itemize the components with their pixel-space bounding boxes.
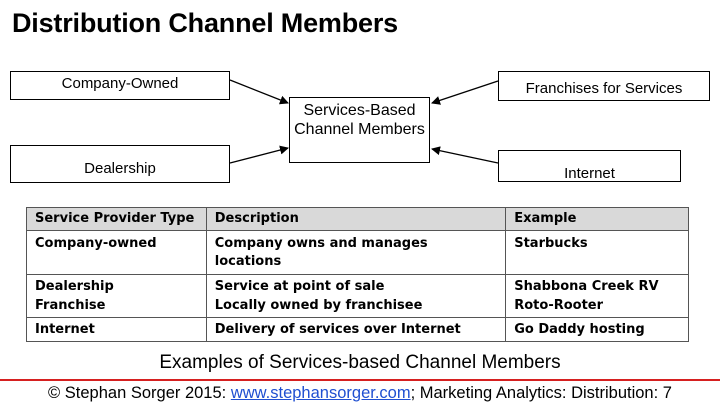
table-row: Company-owned Company owns and manages l… — [26, 230, 689, 275]
table-caption: Examples of Services-based Channel Membe… — [159, 352, 561, 373]
header-service-provider-type: Service Provider Type — [26, 207, 207, 231]
footer-website-link[interactable]: www.stephansorger.com — [230, 384, 411, 402]
dealership-box: Dealership — [10, 145, 230, 183]
page-title: Distribution Channel Members — [12, 8, 398, 38]
cell-type: Company-owned — [26, 230, 207, 275]
cell-example: Go Daddy hosting — [505, 317, 689, 342]
footer-course-info: ; Marketing Analytics: Distribution: 7 — [410, 384, 672, 402]
cell-type: Franchise — [26, 296, 207, 318]
cell-description: Company owns and manages locations — [206, 230, 507, 275]
header-description: Description — [206, 207, 507, 231]
cell-description: Service at point of sale — [206, 274, 507, 296]
internet-box: Internet — [498, 150, 681, 182]
cell-type: Dealership — [26, 274, 207, 296]
table-row: Internet Delivery of services over Inter… — [26, 317, 689, 342]
cell-example: Starbucks — [505, 230, 689, 275]
footer: © Stephan Sorger 2015: www.stephansorger… — [0, 384, 720, 403]
cell-description: Delivery of services over Internet — [206, 317, 507, 342]
arrow-dealership-to-center — [229, 145, 289, 164]
arrow-company-to-center — [229, 79, 289, 105]
arrow-franchise-to-center — [431, 80, 499, 105]
cell-type: Internet — [26, 317, 207, 342]
table-header-row: Service Provider Type Description Exampl… — [26, 207, 689, 231]
cell-example: Shabbona Creek RV — [505, 274, 689, 296]
service-provider-table: Service Provider Type Description Exampl… — [26, 207, 689, 342]
footer-divider — [0, 379, 720, 381]
table-row: Franchise Locally owned by franchisee Ro… — [26, 296, 689, 318]
company-owned-box: Company-Owned — [10, 71, 230, 100]
header-example: Example — [505, 207, 689, 231]
services-based-channel-members-box: Services-Based Channel Members — [289, 97, 430, 163]
footer-copyright: © Stephan Sorger 2015: — [48, 384, 231, 402]
table-row: Dealership Service at point of sale Shab… — [26, 274, 689, 296]
cell-example: Roto-Rooter — [505, 296, 689, 318]
cell-description: Locally owned by franchisee — [206, 296, 507, 318]
arrow-internet-to-center — [431, 146, 499, 164]
franchises-for-services-box: Franchises for Services — [498, 71, 710, 101]
